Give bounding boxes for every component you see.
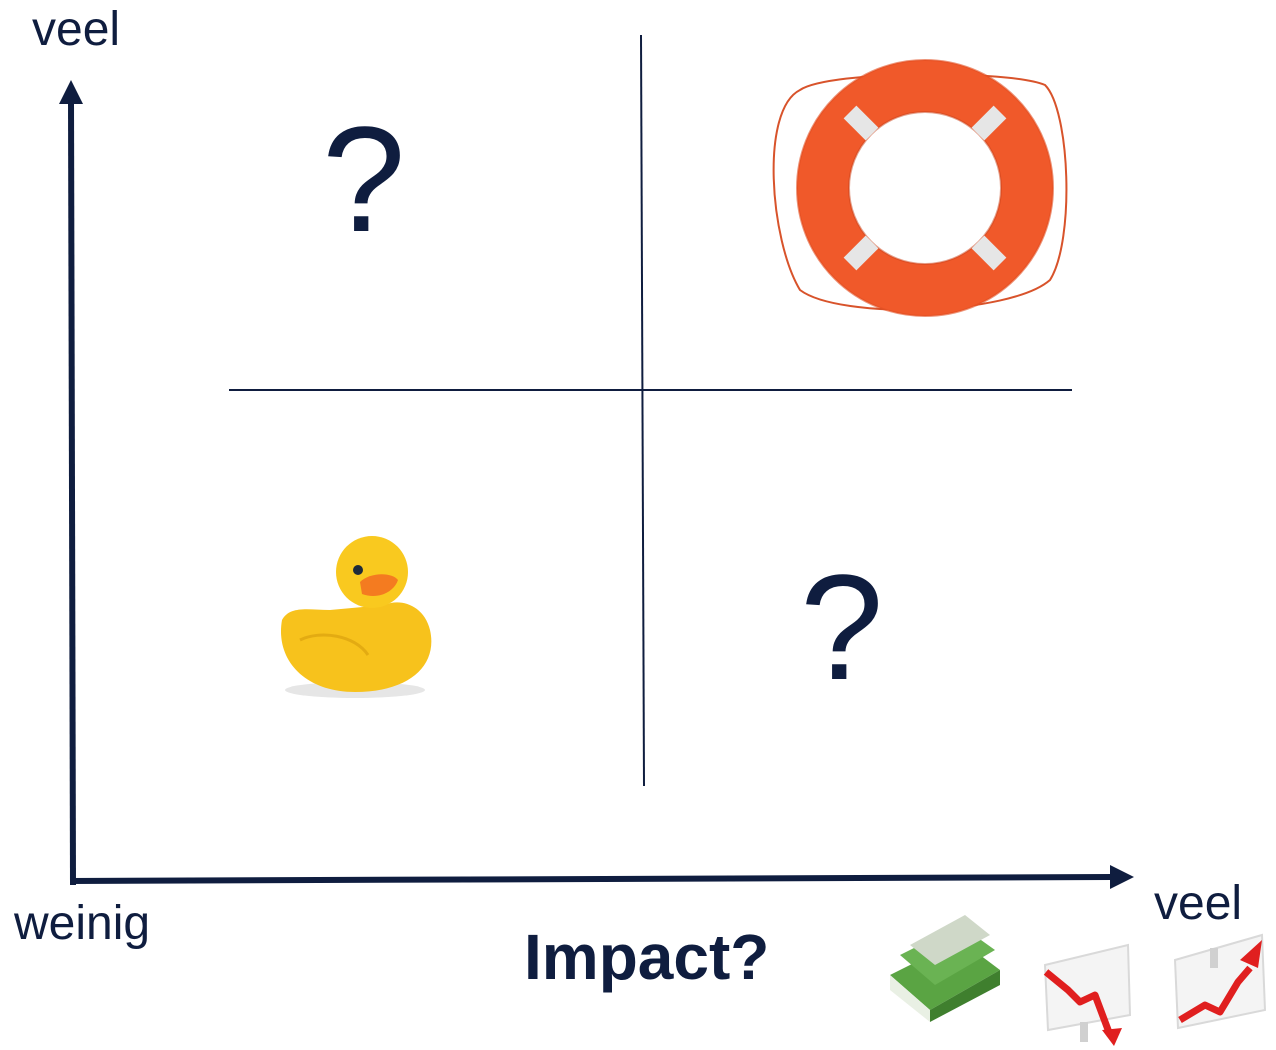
vertical-divider (640, 34, 645, 787)
lifebuoy-icon (772, 59, 1068, 317)
x-axis (69, 865, 1134, 889)
y-axis (59, 80, 83, 886)
y-axis-arrowhead (59, 80, 83, 104)
y-axis-high-label: veel (32, 3, 121, 56)
quadrant-top-left-question-mark: ? (322, 95, 406, 263)
rising-chart-icon (1173, 933, 1267, 1030)
quadrant-bottom-right-question-mark: ? (800, 543, 884, 711)
x-axis-arrowhead (1110, 865, 1134, 889)
x-axis-title: Impact? (524, 921, 770, 993)
declining-chart-icon (1043, 943, 1132, 1046)
money-stack-icon (890, 915, 1000, 1022)
x-axis-high-label: veel (1154, 877, 1243, 930)
rubber-duck-icon (280, 536, 432, 698)
x-axis-low-label: weinig (14, 897, 151, 950)
